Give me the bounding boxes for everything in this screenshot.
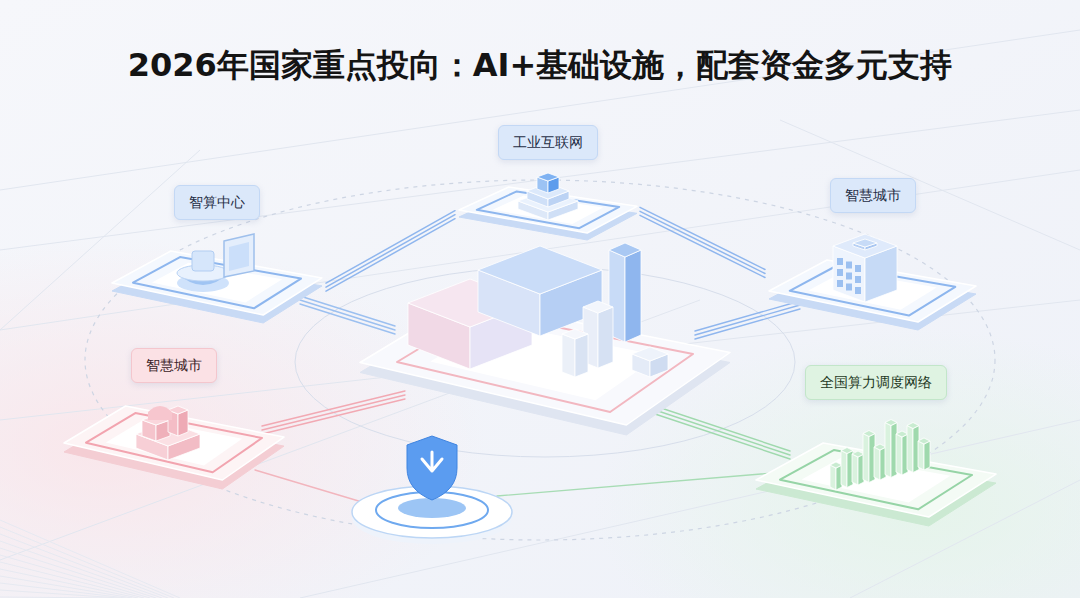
node-icon [841, 448, 853, 454]
hub-wire [262, 391, 405, 434]
hub-tower [562, 329, 588, 339]
hub-tower [575, 334, 588, 377]
grid-line [0, 300, 700, 560]
node-icon [853, 239, 877, 247]
node-icon [837, 280, 843, 287]
node-icon [896, 431, 908, 437]
node-icon [907, 423, 919, 429]
hatch-line [0, 583, 126, 598]
node-icon [874, 444, 886, 450]
hub-tower [583, 301, 613, 313]
hub-wire [695, 301, 800, 339]
platform-node: 智算中心 [108, 185, 326, 327]
node-icon [874, 447, 880, 480]
node-icon [863, 434, 869, 483]
platform-node: 智慧城市 [60, 348, 288, 492]
node-icon [224, 234, 254, 277]
platform-slab [64, 406, 284, 480]
node-icon [855, 265, 861, 272]
label-text: 全国算力调度网络 [820, 374, 932, 390]
node-label: 工业互联网 [498, 125, 598, 160]
grid-line [780, 120, 1080, 250]
hub-block [632, 347, 668, 361]
shield-ring [398, 498, 466, 518]
node-icon [830, 465, 836, 490]
node-icon [837, 258, 843, 265]
node-icon [148, 406, 172, 420]
hub-wire [300, 296, 395, 334]
platform-node: 智慧城市 [765, 178, 980, 332]
hub-wire [497, 472, 785, 496]
hub-tower [562, 334, 575, 377]
hatch-line [0, 569, 138, 598]
node-label: 智慧城市 [131, 348, 217, 383]
node-icon [178, 410, 188, 436]
node-icon [855, 287, 861, 294]
orbit-ring [295, 267, 795, 457]
node-icon [229, 242, 249, 271]
hub-building [478, 246, 602, 294]
node-icon [924, 441, 930, 470]
node-icon [907, 426, 913, 473]
node-icon [837, 269, 843, 276]
node-label: 智算中心 [174, 185, 260, 220]
platform-slab [133, 257, 301, 308]
node-icon [896, 434, 902, 475]
node-icon [885, 423, 891, 478]
hatch-line [0, 576, 132, 598]
node-icon [852, 454, 858, 485]
grid-line [300, 420, 1080, 598]
label-text: 智慧城市 [146, 357, 202, 373]
grid-line [0, 110, 1080, 250]
node-icon [846, 262, 852, 269]
label-text: 智慧城市 [845, 187, 901, 203]
grid-line [0, 30, 1080, 190]
node-icon [846, 284, 852, 291]
hatch-line [0, 562, 144, 598]
node-icon [846, 273, 852, 280]
node-label: 智慧城市 [830, 178, 916, 213]
hub-tower [598, 307, 613, 368]
node-label: 全国算力调度网络 [805, 365, 947, 400]
platform-slab [756, 443, 996, 517]
label-text: 工业互联网 [513, 134, 583, 150]
label-text: 智算中心 [189, 194, 245, 210]
node-icon [833, 234, 897, 258]
node-icon [852, 451, 864, 457]
hub-tower [609, 243, 641, 257]
title: 2026年国家重点投向：AI+基础设施，配套资金多元支持 [0, 46, 1080, 84]
node-icon [192, 251, 214, 271]
hub-tower [625, 250, 641, 342]
platform-node: 全国算力调度网络 [752, 365, 1000, 527]
node-icon [918, 441, 924, 470]
hatch-line [0, 527, 174, 598]
hub-wire [255, 470, 372, 505]
hatch-line [0, 548, 156, 598]
hatch-line [0, 597, 114, 598]
node-icon [855, 276, 861, 283]
platform-node: 工业互联网 [455, 125, 640, 240]
connector-line [640, 207, 765, 277]
node-icon [537, 173, 559, 181]
hatch-line [0, 520, 180, 598]
platform-slab [112, 251, 322, 315]
node-icon [863, 431, 875, 437]
platform-slab [152, 263, 282, 303]
shield-mark [422, 452, 442, 471]
hatch-line [0, 555, 150, 598]
shield-icon [407, 436, 457, 500]
hatch-line [0, 534, 168, 598]
connector-line [326, 211, 455, 292]
node-icon [830, 462, 842, 468]
node-icon [841, 451, 847, 488]
hatch-line [0, 590, 120, 598]
hatch-line [0, 541, 162, 598]
node-icon [918, 438, 930, 444]
node-icon [885, 420, 897, 426]
